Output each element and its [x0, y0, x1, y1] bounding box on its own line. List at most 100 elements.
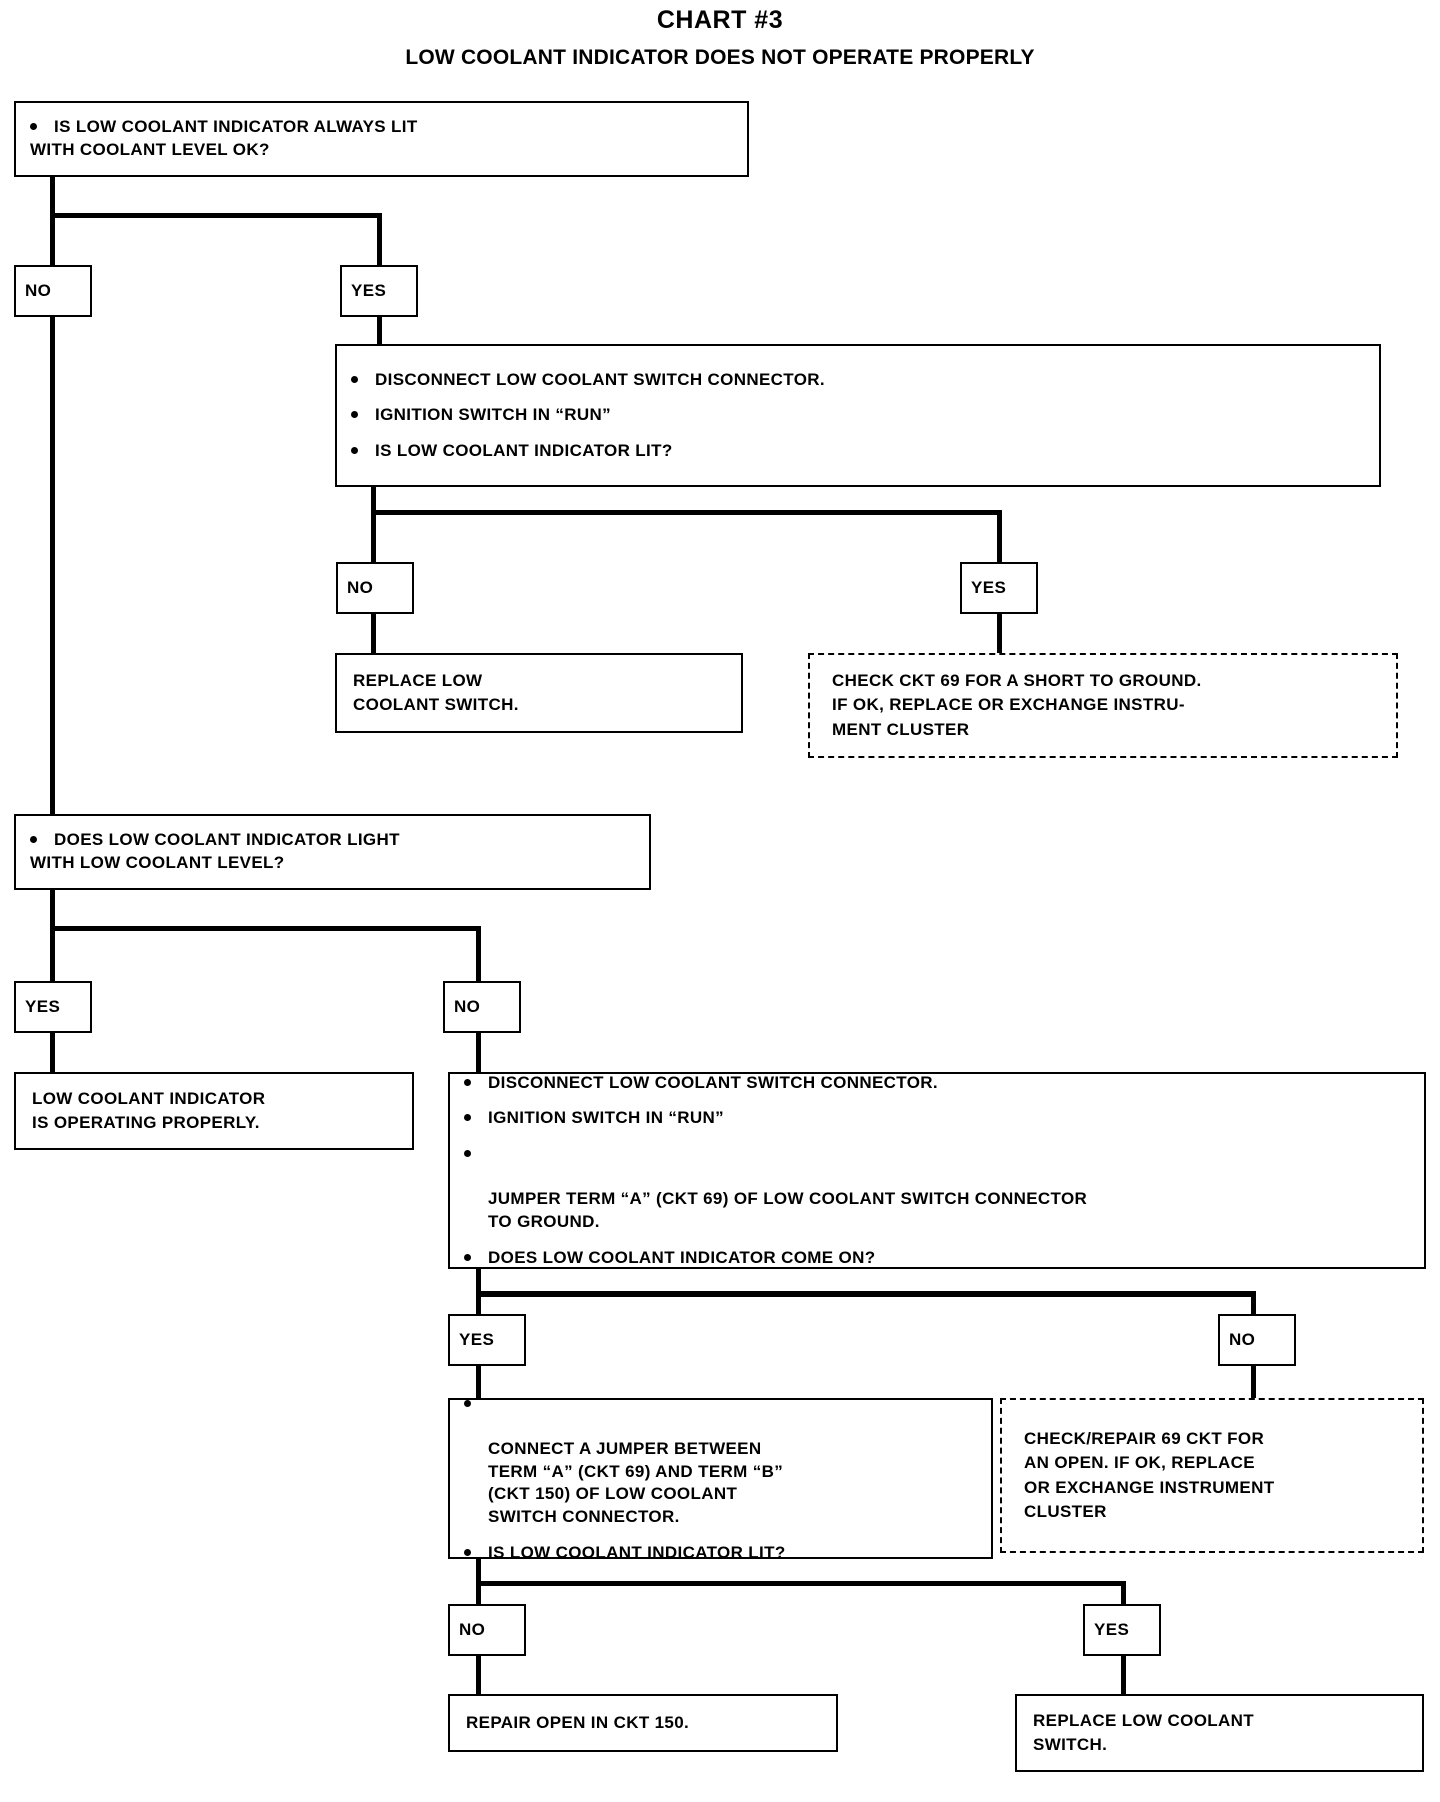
conn-q5-to-yes	[1121, 1581, 1126, 1618]
tag-no-q5[interactable]: NO	[448, 1604, 526, 1656]
q4-bullet-4: DOES LOW COOLANT INDICATOR COME ON?	[450, 1247, 1424, 1270]
repair-open-150-line-1: REPAIR OPEN IN CKT 150.	[466, 1712, 690, 1732]
bullet-dot-icon	[464, 1548, 471, 1556]
replace-switch-1-text: REPLACE LOW COOLANT SWITCH.	[337, 669, 741, 717]
conn-q5-to-no	[476, 1581, 481, 1618]
q3-body: DOES LOW COOLANT INDICATOR LIGHT WITH LO…	[16, 816, 649, 888]
tag-no-q2[interactable]: NO	[336, 562, 414, 614]
bullet-dot-icon	[30, 123, 37, 131]
replace-switch-1-body: REPLACE LOW COOLANT SWITCH.	[337, 655, 741, 731]
check-open-body: CHECK/REPAIR 69 CKT FOR AN OPEN. IF OK, …	[1002, 1400, 1422, 1551]
bullet-dot-icon	[351, 375, 358, 383]
q4-body: DISCONNECT LOW COOLANT SWITCH CONNECTOR.…	[450, 1072, 1424, 1269]
question-box-q5: CONNECT A JUMPER BETWEEN TERM “A” (CKT 6…	[448, 1398, 993, 1562]
tag-no-q3[interactable]: NO	[443, 981, 521, 1033]
conn-no-q1-long	[50, 317, 55, 814]
check-open-line-1: CHECK/REPAIR 69 CKT FOR	[1024, 1429, 1265, 1449]
conn-q3-stem	[50, 890, 55, 930]
chart-subtitle: LOW COOLANT INDICATOR DOES NOT OPERATE P…	[405, 46, 1035, 69]
conn-q5-stem	[476, 1559, 481, 1585]
conn-no-q4-down	[1251, 1366, 1256, 1398]
check-short-line-1: CHECK CKT 69 FOR A SHORT TO GROUND.	[832, 671, 1202, 691]
conn-q4-to-yes	[476, 1291, 481, 1328]
tag-no-q4[interactable]: NO	[1218, 1314, 1296, 1366]
tag-yes-q3[interactable]: YES	[14, 981, 92, 1033]
bullet-dot-icon	[464, 1399, 471, 1407]
q4-bullet-3: JUMPER TERM “A” (CKT 69) OF LOW COOLANT …	[450, 1143, 1424, 1233]
conn-q1-to-no	[50, 213, 55, 265]
q2-bullet-2: IGNITION SWITCH IN “RUN”	[337, 404, 1379, 427]
q4-bullet-1: DISCONNECT LOW COOLANT SWITCH CONNECTOR.	[450, 1072, 1424, 1095]
check-open-line-3: OR EXCHANGE INSTRUMENT	[1024, 1477, 1275, 1497]
q5-bullets: CONNECT A JUMPER BETWEEN TERM “A” (CKT 6…	[450, 1393, 991, 1564]
chart-title: CHART #3	[656, 6, 784, 34]
q5-bullet-2: IS LOW COOLANT INDICATOR LIT?	[450, 1542, 991, 1565]
q3-bullets: DOES LOW COOLANT INDICATOR LIGHT WITH LO…	[16, 829, 649, 874]
operating-ok-line-2: IS OPERATING PROPERLY.	[32, 1113, 260, 1132]
conn-yes-q5-down	[1121, 1656, 1126, 1694]
conn-no-q2-down	[371, 614, 376, 653]
q1-line-2: WITH COOLANT LEVEL OK?	[30, 140, 270, 159]
conn-q4-stem	[476, 1269, 481, 1295]
conn-yes-q1-down	[377, 317, 382, 344]
check-short-text: CHECK CKT 69 FOR A SHORT TO GROUND. IF O…	[810, 669, 1396, 741]
action-box-repair-open-ckt-150: REPAIR OPEN IN CKT 150.	[448, 1694, 838, 1752]
q4-text-4: DOES LOW COOLANT INDICATOR COME ON?	[488, 1247, 876, 1267]
bullet-dot-icon	[464, 1150, 471, 1158]
tag-yes-q2[interactable]: YES	[960, 562, 1038, 614]
question-box-q1: IS LOW COOLANT INDICATOR ALWAYS LIT WITH…	[14, 101, 749, 177]
check-short-line-3: MENT CLUSTER	[832, 719, 970, 739]
q1-bullets: IS LOW COOLANT INDICATOR ALWAYS LIT WITH…	[16, 116, 747, 161]
tag-yes-q1[interactable]: YES	[340, 265, 418, 317]
tag-yes-q4[interactable]: YES	[448, 1314, 526, 1366]
replace-switch-2-text: REPLACE LOW COOLANT SWITCH.	[1017, 1709, 1422, 1757]
conn-q2-to-no	[371, 510, 376, 562]
bullet-dot-icon	[351, 411, 358, 419]
q4-bullets: DISCONNECT LOW COOLANT SWITCH CONNECTOR.…	[450, 1072, 1424, 1269]
action-box-check-repair-open: CHECK/REPAIR 69 CKT FOR AN OPEN. IF OK, …	[1000, 1398, 1424, 1553]
operating-ok-body: LOW COOLANT INDICATOR IS OPERATING PROPE…	[16, 1074, 412, 1148]
operating-ok-text: LOW COOLANT INDICATOR IS OPERATING PROPE…	[16, 1087, 412, 1135]
q1-line-1: IS LOW COOLANT INDICATOR ALWAYS LIT	[54, 117, 418, 137]
conn-q1-stem	[50, 177, 55, 217]
replace-switch-2-line-2: SWITCH.	[1033, 1735, 1108, 1754]
question-box-q2: DISCONNECT LOW COOLANT SWITCH CONNECTOR.…	[335, 344, 1381, 487]
q2-text-2: IGNITION SWITCH IN “RUN”	[375, 405, 611, 425]
conn-q4-to-no	[1251, 1291, 1256, 1328]
conn-q3-to-no	[476, 926, 481, 981]
repair-open-150-body: REPAIR OPEN IN CKT 150.	[450, 1696, 836, 1750]
operating-ok-line-1: LOW COOLANT INDICATOR	[32, 1088, 266, 1108]
replace-switch-2-line-1: REPLACE LOW COOLANT	[1033, 1710, 1255, 1730]
q3-bullet-1: DOES LOW COOLANT INDICATOR LIGHT WITH LO…	[16, 829, 649, 874]
replace-switch-1-line-2: COOLANT SWITCH.	[353, 695, 519, 714]
check-short-line-2: IF OK, REPLACE OR EXCHANGE INSTRU-	[832, 695, 1185, 715]
q4-text-3: JUMPER TERM “A” (CKT 69) OF LOW COOLANT …	[488, 1189, 1088, 1231]
q2-text-1: DISCONNECT LOW COOLANT SWITCH CONNECTOR.	[375, 369, 825, 389]
conn-q5-bus	[476, 1581, 1126, 1586]
conn-no-q5-down	[476, 1656, 481, 1694]
q5-bullet-1: CONNECT A JUMPER BETWEEN TERM “A” (CKT 6…	[450, 1393, 991, 1529]
q2-bullets: DISCONNECT LOW COOLANT SWITCH CONNECTOR.…	[337, 369, 1379, 463]
conn-q3-bus	[50, 926, 481, 931]
tag-no-q1[interactable]: NO	[14, 265, 92, 317]
conn-q1-to-yes	[377, 213, 382, 265]
question-box-q3: DOES LOW COOLANT INDICATOR LIGHT WITH LO…	[14, 814, 651, 890]
conn-q4-bus	[476, 1291, 1256, 1297]
q1-bullet-1: IS LOW COOLANT INDICATOR ALWAYS LIT WITH…	[16, 116, 747, 161]
bullet-dot-icon	[464, 1078, 471, 1086]
bullet-dot-icon	[464, 1114, 471, 1122]
q5-text-2: IS LOW COOLANT INDICATOR LIT?	[488, 1542, 786, 1562]
question-box-q4: DISCONNECT LOW COOLANT SWITCH CONNECTOR.…	[448, 1072, 1426, 1269]
q4-text-2: IGNITION SWITCH IN “RUN”	[488, 1108, 724, 1128]
repair-open-150-text: REPAIR OPEN IN CKT 150.	[450, 1711, 836, 1735]
replace-switch-1-line-1: REPLACE LOW	[353, 670, 483, 690]
q1-body: IS LOW COOLANT INDICATOR ALWAYS LIT WITH…	[16, 103, 747, 175]
conn-q3-to-yes	[50, 926, 55, 981]
replace-switch-2-body: REPLACE LOW COOLANT SWITCH.	[1017, 1696, 1422, 1770]
q2-body: DISCONNECT LOW COOLANT SWITCH CONNECTOR.…	[337, 346, 1379, 485]
q3-line-2: WITH LOW COOLANT LEVEL?	[30, 853, 285, 872]
action-box-replace-switch-2: REPLACE LOW COOLANT SWITCH.	[1015, 1694, 1424, 1772]
conn-q1-bus	[50, 213, 382, 218]
tag-yes-q5[interactable]: YES	[1083, 1604, 1161, 1656]
